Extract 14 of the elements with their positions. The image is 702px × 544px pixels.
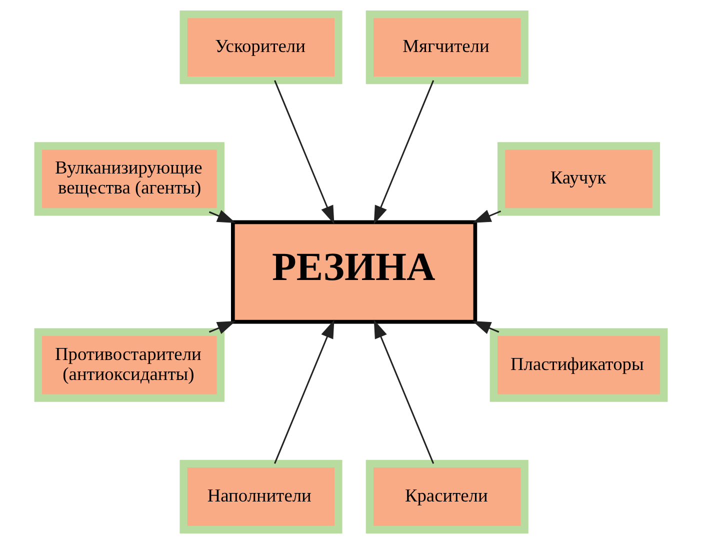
- arrow: [274, 320, 334, 464]
- arrow: [274, 80, 334, 224]
- arrow: [374, 320, 434, 464]
- arrow: [208, 210, 236, 223]
- arrow: [208, 321, 236, 334]
- node-box: РЕЗИНА: [231, 220, 478, 324]
- node-box: Наполнители: [180, 460, 342, 534]
- node-box: Мягчители: [366, 10, 528, 84]
- node-box: Красители: [366, 460, 528, 534]
- node-box: Каучук: [497, 142, 660, 216]
- node-box: Ускорители: [180, 10, 342, 84]
- arrow: [472, 210, 502, 223]
- arrow: [472, 321, 500, 334]
- arrow: [374, 80, 434, 224]
